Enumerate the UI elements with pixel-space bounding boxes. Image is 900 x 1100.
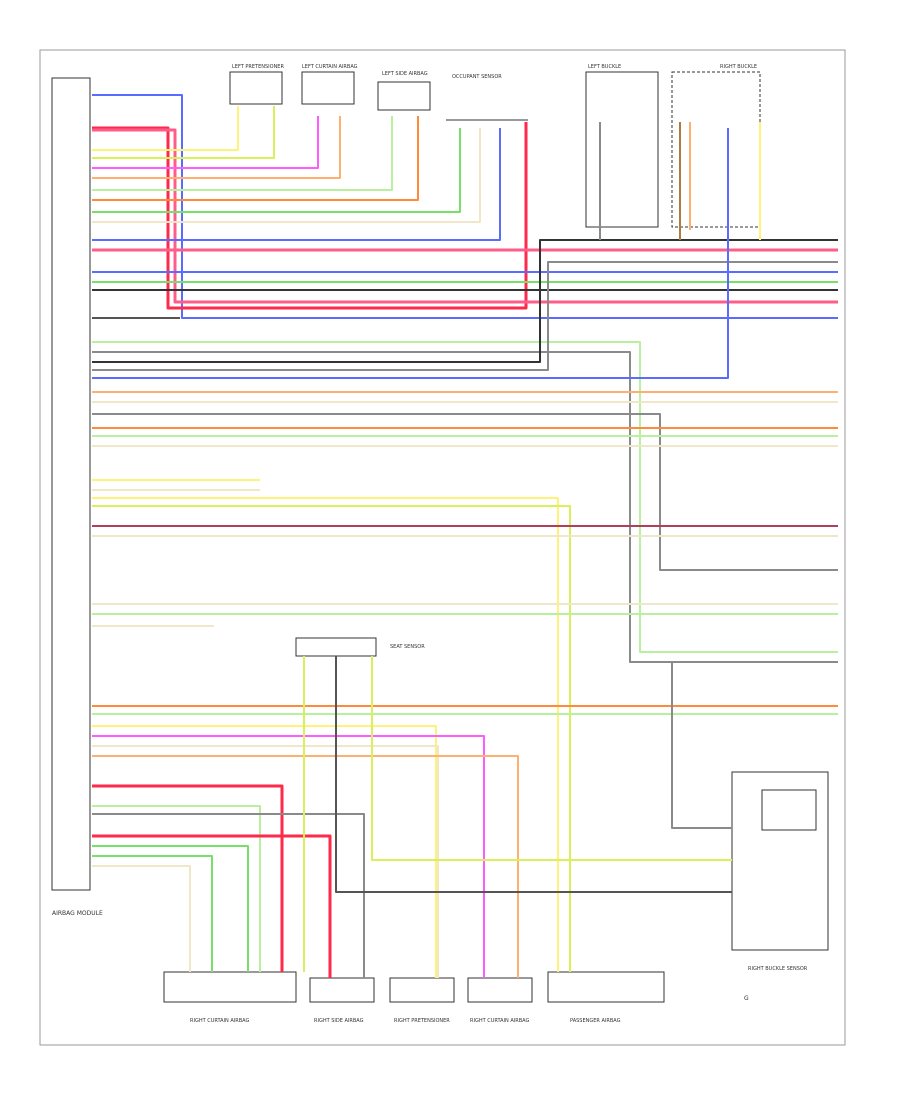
wire-yellow_green	[92, 505, 571, 972]
wire-orange	[92, 755, 519, 978]
wire-yellow	[92, 725, 437, 978]
left-side-airbag-label: LEFT SIDE AIRBAG	[382, 71, 428, 77]
wire-light_green	[92, 341, 838, 653]
wire-gray	[92, 351, 838, 663]
wire-red	[92, 784, 284, 972]
right-pretensioner-label: RIGHT PRETENSIONER	[394, 1018, 450, 1024]
left-curtain-airbag-box	[301, 71, 355, 105]
left-side-airbag-box	[377, 81, 431, 111]
wire-green	[92, 855, 213, 972]
passenger-airbag-box	[547, 971, 665, 1003]
right-curtain-airbag-inflator-label: RIGHT CURTAIN AIRBAG	[470, 1018, 530, 1024]
ground-label: G	[744, 995, 749, 1002]
wire-magenta	[92, 116, 319, 169]
right-buckle-sensor-label: RIGHT BUCKLE SENSOR	[748, 966, 808, 972]
diagram-frame	[39, 49, 846, 1046]
wires-group	[92, 94, 838, 978]
wire-gray	[92, 813, 365, 978]
right-curtain-airbag-inflator-box	[467, 977, 533, 1003]
wire-gray	[671, 662, 732, 829]
right-buckle-sensor-box	[731, 771, 829, 951]
main-module-box	[51, 77, 91, 891]
occupant-sensor-label: OCCUPANT SENSOR	[452, 74, 502, 80]
right-buckle-sensor-inner	[761, 789, 817, 831]
wire-blue	[92, 94, 838, 319]
wire-gray	[92, 261, 838, 371]
right-pretensioner-box	[389, 977, 455, 1003]
seat-sensor-label: SEAT SENSOR	[390, 644, 425, 650]
right-curtain-airbag-label: RIGHT CURTAIN AIRBAG	[190, 1018, 250, 1024]
wire-tan	[92, 128, 481, 223]
wire-light_green	[92, 116, 393, 191]
wire-green	[92, 128, 461, 213]
wire-tan	[92, 745, 439, 978]
passenger-airbag-label: PASSENGER AIRBAG	[570, 1018, 621, 1024]
wire-pink	[92, 128, 838, 304]
left-buckle-box	[585, 71, 659, 228]
right-curtain-airbag-box	[163, 971, 297, 1003]
right-buckle-box	[671, 71, 761, 228]
wire-blue	[92, 128, 501, 241]
right-buckle-label: RIGHT BUCKLE	[720, 64, 757, 70]
middle-connector-box	[295, 637, 377, 657]
wire-green	[92, 845, 249, 972]
wire-dark_gray	[335, 656, 732, 893]
main-module-caption: AIRBAG MODULE	[52, 910, 103, 917]
wire-yellow_green	[92, 106, 275, 159]
left-buckle-label: LEFT BUCKLE	[588, 64, 621, 70]
wire-red	[92, 122, 528, 310]
wire-yellow_green	[371, 656, 732, 861]
wire-yellow	[92, 106, 239, 151]
right-side-airbag-box	[309, 977, 375, 1003]
wire-black	[92, 239, 838, 363]
wire-orange	[92, 116, 341, 179]
wire-yellow	[92, 497, 559, 972]
right-side-airbag-label: RIGHT SIDE AIRBAG	[314, 1018, 364, 1024]
wire-light_green	[92, 805, 261, 972]
wire-tan	[92, 865, 191, 972]
left-pretensioner-label: LEFT PRETENSIONER	[232, 64, 284, 70]
wire-magenta	[92, 735, 485, 978]
left-curtain-airbag-label: LEFT CURTAIN AIRBAG	[302, 64, 358, 70]
wire-red	[92, 834, 332, 978]
wire-gray	[92, 413, 838, 571]
left-pretensioner-box	[229, 71, 283, 105]
wire-dark_orange	[92, 116, 419, 201]
wire-blue	[92, 128, 729, 379]
